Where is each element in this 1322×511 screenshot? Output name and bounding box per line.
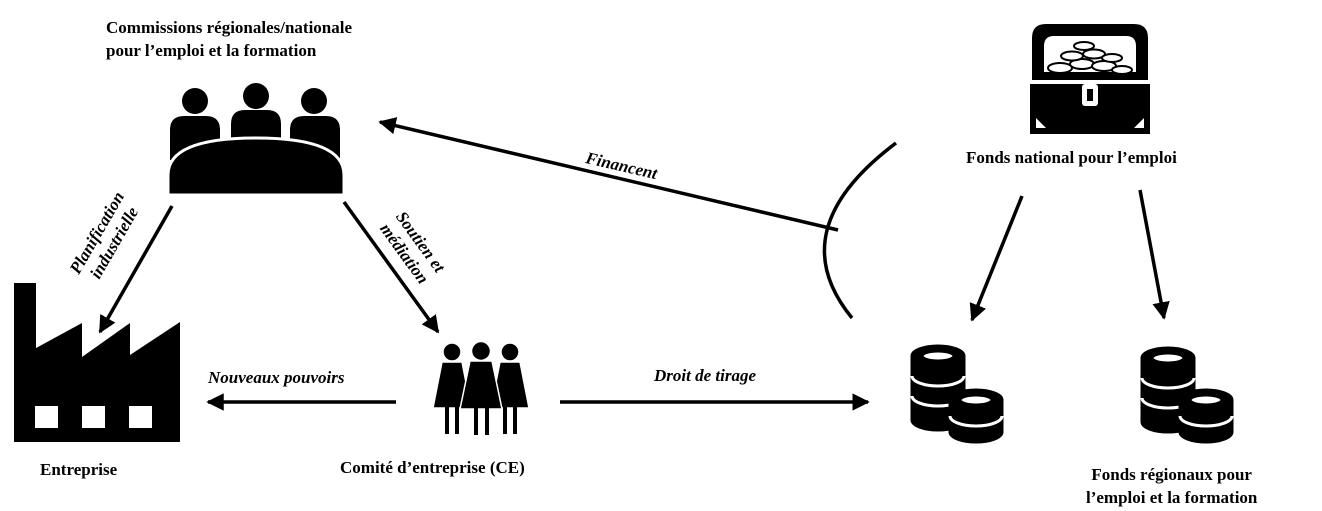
three-women-icon — [432, 340, 530, 435]
planification-arrow — [98, 205, 174, 334]
financent-bracket — [822, 141, 898, 320]
coin-stacks-icon — [1140, 346, 1234, 444]
fonds-to-stack-right-arrow — [1138, 189, 1170, 320]
factory-icon — [14, 283, 180, 442]
treasure-chest-icon — [1030, 24, 1150, 134]
commissions-label: Commissions régionales/nationale pour l’… — [106, 16, 352, 62]
financent-arrow — [378, 117, 839, 232]
commissions-label-line1: Commissions régionales/nationale — [106, 18, 353, 37]
nouveaux-pouvoirs-label: Nouveaux pouvoirs — [208, 368, 345, 387]
meeting-group-icon — [166, 83, 346, 197]
fonds-regionaux-label-line2: l’emploi et la formation — [1086, 488, 1258, 507]
fonds-regionaux-label: Fonds régionaux pour l’emploi et la form… — [1086, 463, 1257, 509]
fonds-regionaux-label-line1: Fonds régionaux pour — [1091, 465, 1252, 484]
ce-label: Comité d’entreprise (CE) — [340, 458, 525, 477]
soutien-arrow — [342, 200, 440, 334]
coin-stacks-icon — [910, 344, 1004, 444]
fonds-to-stack-left-arrow — [969, 195, 1024, 322]
fonds-national-label: Fonds national pour l’emploi — [966, 148, 1177, 167]
commissions-label-line2: pour l’emploi et la formation — [106, 41, 317, 60]
droit-de-tirage-label: Droit de tirage — [654, 366, 756, 385]
entreprise-label: Entreprise — [40, 460, 118, 479]
